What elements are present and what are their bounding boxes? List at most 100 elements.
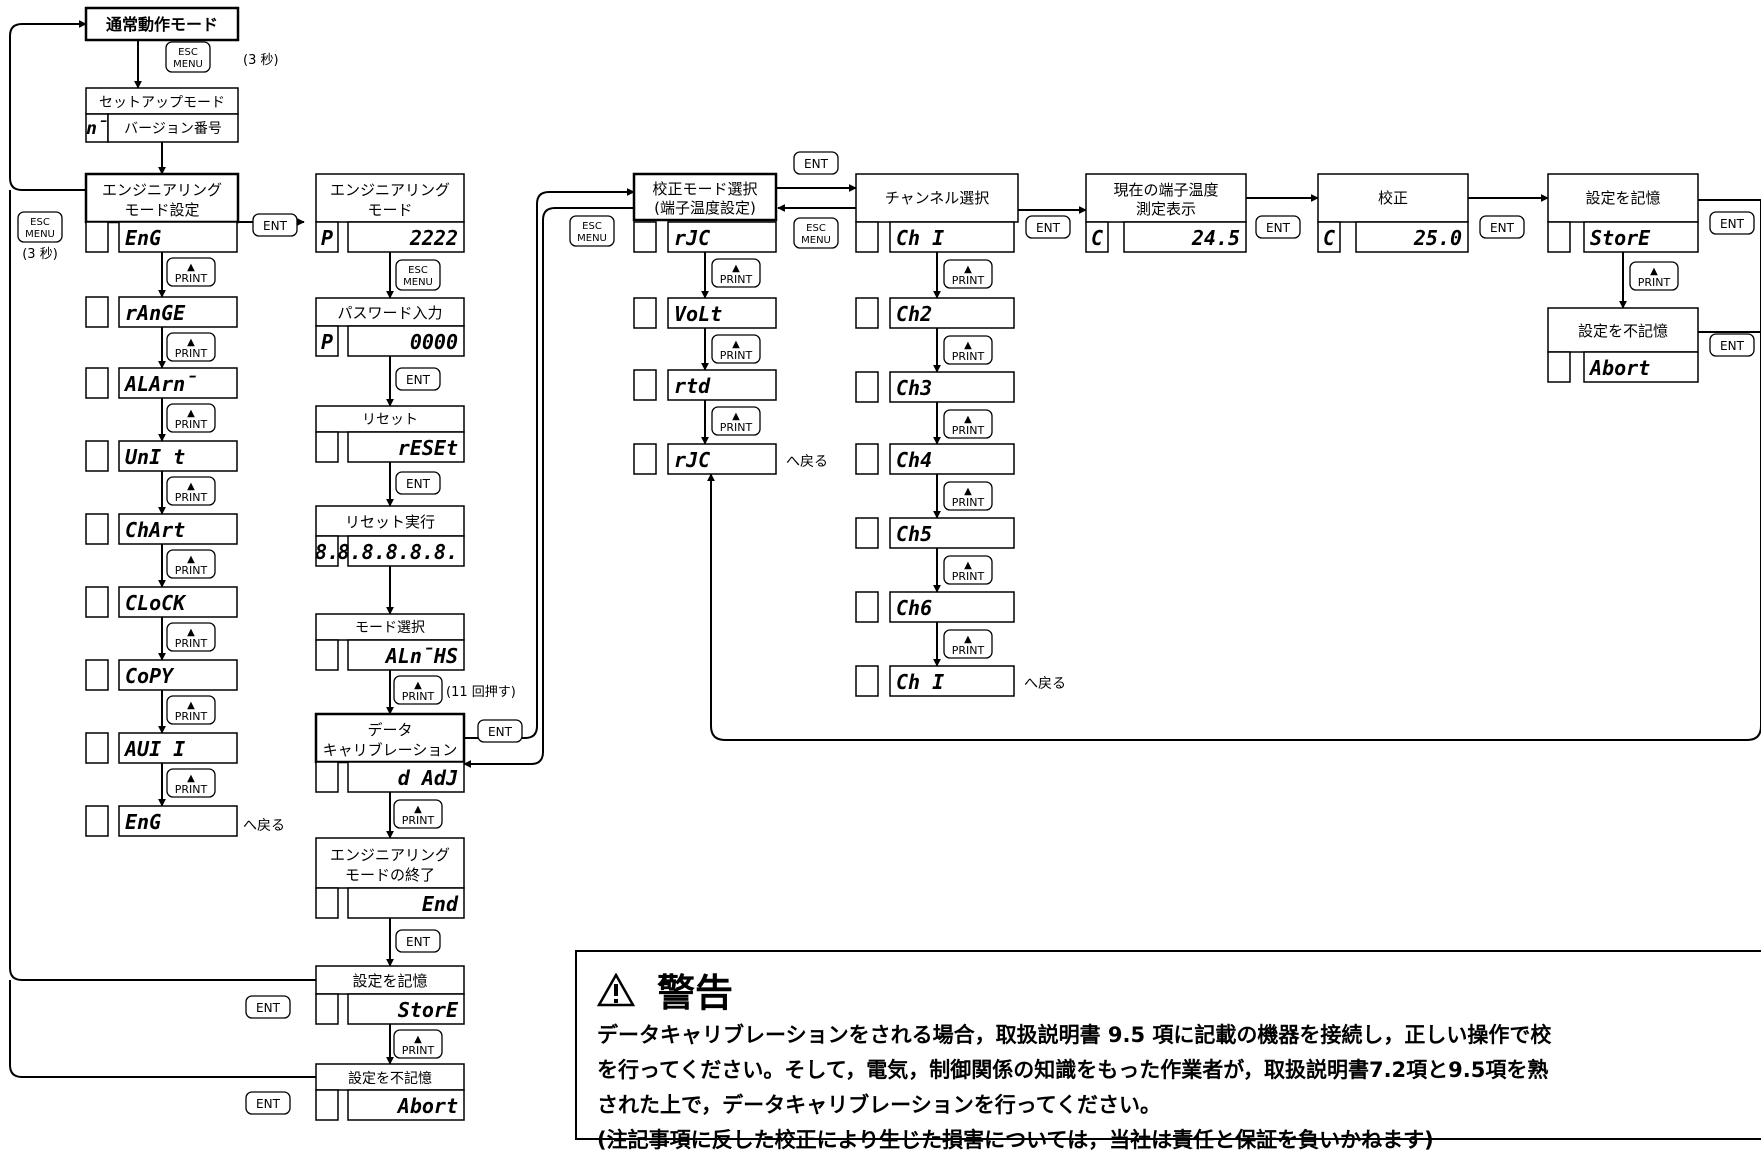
channel-select-box (855, 173, 1019, 223)
print-key-face[interactable] (943, 335, 993, 365)
enter-key-face[interactable] (245, 995, 291, 1019)
print-key[interactable]: ▲PRINT (943, 481, 993, 511)
segment-text: EnG (125, 810, 161, 834)
print-key-face[interactable] (166, 768, 216, 798)
print-key[interactable]: ▲PRINT (166, 622, 216, 652)
print-key[interactable]: ▲PRINT (943, 555, 993, 585)
print-key-face[interactable] (711, 406, 761, 436)
enter-key[interactable]: ENT (245, 1091, 291, 1115)
enter-key[interactable]: ENT (395, 367, 441, 391)
print-key-face[interactable] (166, 622, 216, 652)
enter-key-face[interactable] (1479, 215, 1525, 239)
segment-display (889, 371, 1015, 403)
enter-key[interactable]: ENT (1255, 215, 1301, 239)
enter-key-face[interactable] (1709, 211, 1755, 235)
print-key[interactable]: ▲PRINT (943, 409, 993, 439)
enter-key-face[interactable] (395, 929, 441, 953)
print-key[interactable]: ▲PRINT (943, 259, 993, 289)
print-key[interactable]: ▲PRINT (393, 675, 443, 705)
print-key-face[interactable] (1629, 261, 1679, 291)
print-key[interactable]: ▲PRINT (166, 257, 216, 287)
enter-key-face[interactable] (1709, 333, 1755, 357)
enter-key-face[interactable] (793, 151, 839, 175)
print-key-face[interactable] (166, 695, 216, 725)
enter-key[interactable]: ENT (245, 995, 291, 1019)
print-key-label: PRINT (175, 710, 208, 723)
enter-key[interactable]: ENT (477, 719, 523, 743)
menu-key-label: MENU (173, 59, 203, 70)
enter-key-face[interactable] (245, 1091, 291, 1115)
segment-display (347, 761, 465, 793)
print-key[interactable]: ▲PRINT (166, 695, 216, 725)
print-key[interactable]: ▲PRINT (943, 629, 993, 659)
print-key[interactable]: ▲PRINT (943, 335, 993, 365)
enter-key-face[interactable] (252, 213, 298, 237)
print-key-face[interactable] (711, 334, 761, 364)
print-key-face[interactable] (393, 675, 443, 705)
print-key-face[interactable] (166, 549, 216, 579)
enter-key[interactable]: ENT (395, 929, 441, 953)
enter-key-face[interactable] (395, 471, 441, 495)
segment-text: 8.8.8.8.8. (338, 540, 458, 564)
print-key-face[interactable] (166, 332, 216, 362)
print-key-face[interactable] (943, 259, 993, 289)
segment-text: Ch2 (896, 302, 932, 326)
enter-key[interactable]: ENT (793, 151, 839, 175)
print-key-face[interactable] (166, 403, 216, 433)
mode-select-label: モード選択 (355, 620, 425, 636)
print-key[interactable]: ▲PRINT (166, 332, 216, 362)
print-key[interactable]: ▲PRINT (711, 258, 761, 288)
print-key[interactable]: ▲PRINT (711, 406, 761, 436)
enter-key[interactable]: ENT (1479, 215, 1525, 239)
enter-key-face[interactable] (1025, 215, 1071, 239)
segment-display (347, 325, 465, 357)
enter-key[interactable]: ENT (1709, 211, 1755, 235)
print-key[interactable]: ▲PRINT (393, 799, 443, 829)
esc-key-face[interactable] (569, 215, 615, 247)
print-key-face[interactable] (943, 629, 993, 659)
print-key-face[interactable] (711, 258, 761, 288)
print-key-face[interactable] (943, 409, 993, 439)
three-sec-note: (3 秒) (243, 53, 279, 68)
reset-box (315, 405, 465, 433)
enter-key-face[interactable] (477, 719, 523, 743)
print-key-face[interactable] (393, 1029, 443, 1059)
esc-key-face[interactable] (165, 41, 211, 73)
print-key-face[interactable] (943, 555, 993, 585)
print-key-face[interactable] (943, 481, 993, 511)
print-key[interactable]: ▲PRINT (166, 768, 216, 798)
print-key[interactable]: ▲PRINT (1629, 261, 1679, 291)
print-key-face[interactable] (166, 476, 216, 506)
display-prefix: 8. (315, 540, 339, 564)
print-key[interactable]: ▲PRINT (711, 334, 761, 364)
print-key-label: PRINT (952, 274, 985, 287)
enter-key-face[interactable] (395, 367, 441, 391)
esc-key-face[interactable] (17, 211, 63, 243)
print-key-face[interactable] (166, 257, 216, 287)
warning-line-1: データキャリブレーションをされる場合，取扱説明書 9.5 項に記載の機器を接続し… (597, 1023, 1552, 1047)
segment-text: Ch6 (896, 596, 932, 620)
enter-key[interactable]: ENT (1709, 333, 1755, 357)
print-key[interactable]: ▲PRINT (166, 476, 216, 506)
print-key[interactable]: ▲PRINT (393, 1029, 443, 1059)
print-key-label: PRINT (952, 570, 985, 583)
enter-key-face[interactable] (1255, 215, 1301, 239)
print-key[interactable]: ▲PRINT (166, 403, 216, 433)
enter-key[interactable]: ENT (395, 471, 441, 495)
esc-key-face[interactable] (793, 217, 839, 249)
print-key-face[interactable] (393, 799, 443, 829)
warning-line-2: を行ってください。そして，電気，制御関係の知識をもった作業者が，取扱説明書7.2… (597, 1058, 1549, 1082)
segment-display (1583, 221, 1699, 253)
print-key[interactable]: ▲PRINT (166, 549, 216, 579)
esc-key-face[interactable] (395, 259, 441, 291)
enter-key[interactable]: ENT (252, 213, 298, 237)
indicator-square (315, 1089, 339, 1121)
enter-key[interactable]: ENT (1025, 215, 1071, 239)
print-key-label: PRINT (175, 347, 208, 360)
segment-text: ALn̄HS (384, 644, 458, 668)
